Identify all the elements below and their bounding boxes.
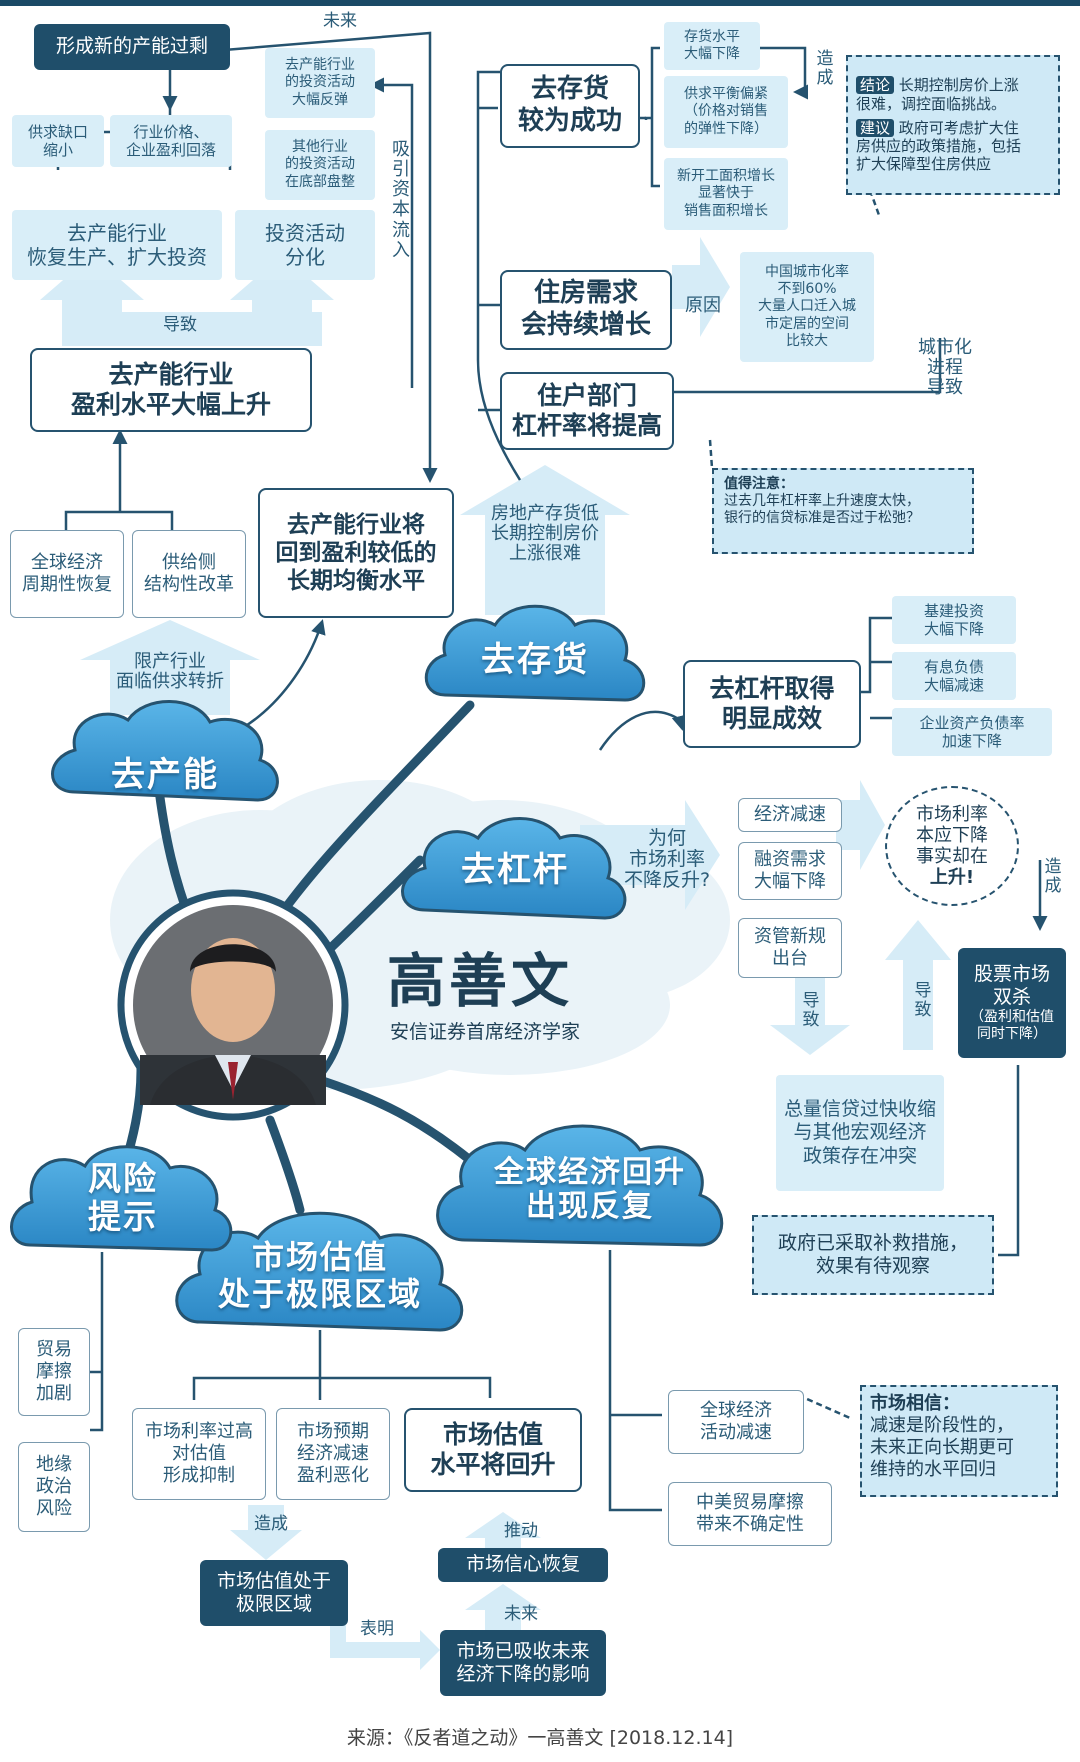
cause-label-valuation: 造成	[254, 1514, 288, 1534]
credit-conflict-box: 总量信贷过快收缩 与其他宏观经济 政策存在冲突	[776, 1075, 944, 1191]
risk-geo-box: 地缘 政治 风险	[18, 1442, 90, 1532]
urbanization-box: 中国城市化率 不到60% 大量人口迁入城 市定居的空间 比较大	[740, 252, 874, 362]
gov-remedy-note: 政府已采取补救措施， 效果有待观察	[752, 1215, 994, 1295]
infra-box: 基建投资 大幅下降	[892, 596, 1016, 644]
attention-text: 过去几年杠杆率上升速度太快， 银行的信贷标准是否过于松弛？	[724, 493, 920, 527]
household-leverage-box: 住户部门 杠杆率将提高	[500, 372, 674, 450]
resume-production-box: 去产能行业 恢复生产、扩大投资	[12, 210, 222, 280]
profit-rise-box: 去产能行业 盈利水平大幅上升	[30, 348, 312, 432]
lead-label-a: 导 致	[802, 991, 820, 1031]
why-question-label: 为何 市场利率 不降反升?	[623, 827, 711, 891]
trade-friction-box: 中美贸易摩擦 带来不确定性	[668, 1482, 832, 1546]
lead-label-b: 导 致	[914, 981, 932, 1021]
advice-tag: 建议	[856, 118, 895, 137]
urbanization-leads-label: 城市化 进程 导致	[918, 337, 972, 398]
absorbed-box: 市场已吸收未来 经济下降的影响	[440, 1630, 606, 1696]
conclusion-tag: 结论	[856, 76, 895, 95]
branch-risk: 风险 提示	[88, 1159, 158, 1236]
long-term-equilibrium-box: 去产能行业将 回到盈利较低的 长期均衡水平	[258, 488, 454, 618]
market-belief-text: 减速是阶段性的， 未来正向长期更可 维持的水平回归	[870, 1414, 1014, 1480]
branch-destock: 去存货	[481, 640, 589, 681]
supply-reform-box: 供给侧 结构性改革	[132, 530, 246, 618]
rate-rise-badge: 市场利率 本应下降 事实却在 上升!	[885, 786, 1019, 906]
stock-double-sub: （盈利和估值 同时下降）	[970, 1009, 1054, 1043]
attract-capital-label: 吸 引 资 本 流 入	[392, 139, 410, 261]
conclusion-text: 长期控制房价上涨 很难，调控面临挑战。	[856, 76, 1019, 113]
future-label-valuation: 未来	[504, 1604, 538, 1624]
supply-demand-shift-label: 限产行业 面临供求转折	[116, 651, 224, 692]
global-slowdown-box: 全球经济 活动减速	[668, 1390, 804, 1454]
cloud-shapes	[10, 604, 724, 1332]
other-invest-box: 其他行业 的投资活动 在底部盘整	[265, 130, 375, 200]
valuation-rebound-box: 市场估值 水平将回升	[404, 1408, 582, 1492]
rate-rise-emphasis: 上升!	[929, 867, 975, 889]
push-label: 推动	[504, 1521, 538, 1541]
branch-global-recovery: 全球经济回升 出现反复	[494, 1154, 686, 1224]
future-label: 未来	[323, 11, 357, 31]
low-inventory-label: 房地产存货低 长期控制房价 上涨很难	[491, 503, 599, 564]
asset-mgmt-box: 资管新规 出台	[738, 918, 842, 978]
source-caption: 来源：《反者道之动》一高善文 [2018.12.14]	[346, 1727, 734, 1749]
rate-rise-text: 市场利率 本应下降 事实却在	[916, 803, 988, 867]
cause-label-inventory: 造 成	[816, 49, 834, 89]
housing-demand-box: 住房需求 会持续增长	[500, 270, 672, 350]
conclusion-row: 结论 长期控制房价上涨 很难，调控面临挑战。	[856, 76, 1019, 113]
asset-ratio-box: 企业资产负债率 加速下降	[892, 708, 1052, 756]
lead-label-capacity: 导致	[163, 315, 197, 335]
interest-debt-box: 有息负债 大幅减速	[892, 652, 1016, 700]
invest-rebound-box: 去产能行业 的投资活动 大幅反弹	[265, 48, 375, 118]
rate-high-box: 市场利率过高 对估值 形成抑制	[132, 1408, 266, 1500]
price-recover-box: 行业价格、 企业盈利回落	[110, 115, 232, 167]
global-recovery-box: 全球经济 周期性恢复	[10, 530, 124, 618]
extreme-zone-box: 市场估值处于 极限区域	[200, 1560, 348, 1626]
conclusion-note: 结论 长期控制房价上涨 很难，调控面临挑战。 建议 政府可考虑扩大住 房供应的政…	[846, 55, 1060, 195]
supply-tight-box: 供求平衡偏紧 （价格对销售 的弹性下降）	[664, 76, 788, 148]
reason-label: 原因	[685, 295, 721, 316]
center-title: 安信证券首席经济学家	[389, 1021, 580, 1043]
econ-slow-box: 经济减速	[738, 798, 842, 832]
inventory-drop-box: 存货水平 大幅下降	[664, 22, 760, 70]
destock-success-box: 去存货 较为成功	[500, 64, 640, 148]
risk-trade-box: 贸易 摩擦 加剧	[18, 1328, 90, 1416]
confidence-box: 市场信心恢复	[438, 1548, 608, 1582]
branch-deleverage: 去杠杆	[461, 850, 569, 891]
invest-divergence-box: 投资活动 分化	[235, 210, 375, 280]
advice-row: 建议 政府可考虑扩大住 房供应的政策措施，包括 扩大保障型住房供应	[856, 118, 1022, 174]
stock-double-title: 股票市场 双杀	[973, 962, 1050, 1008]
advice-text: 政府可考虑扩大住 房供应的政策措施，包括 扩大保障型住房供应	[856, 118, 1022, 174]
expect-down-box: 市场预期 经济减速 盈利恶化	[276, 1408, 390, 1500]
new-overcapacity-box: 形成新的产能过剩	[34, 24, 230, 70]
market-belief-note: 市场相信： 减速是阶段性的， 未来正向长期更可 维持的水平回归	[860, 1385, 1058, 1497]
center-name: 高善文	[386, 947, 573, 1015]
supply-gap-box: 供求缺口 缩小	[12, 115, 104, 167]
portrait-frame	[117, 889, 349, 1121]
stock-double-box: 股票市场 双杀 （盈利和估值 同时下降）	[958, 948, 1066, 1058]
top-bar	[0, 0, 1080, 6]
indicates-label: 表明	[360, 1619, 394, 1639]
deleverage-effect-box: 去杠杆取得 明显成效	[683, 660, 861, 748]
new-construction-box: 新开工面积增长 显著快于 销售面积增长	[664, 158, 788, 230]
attention-note: 值得注意： 过去几年杠杆率上升速度太快， 银行的信贷标准是否过于松弛？	[712, 468, 974, 554]
cause-label-leverage: 造 成	[1044, 857, 1062, 897]
branch-valuation: 市场估值 处于极限区域	[217, 1238, 422, 1313]
market-belief-title: 市场相信：	[870, 1393, 960, 1414]
finance-drop-box: 融资需求 大幅下降	[738, 842, 842, 900]
branch-decapacity: 去产能	[111, 755, 219, 796]
attention-title: 值得注意：	[724, 476, 794, 492]
